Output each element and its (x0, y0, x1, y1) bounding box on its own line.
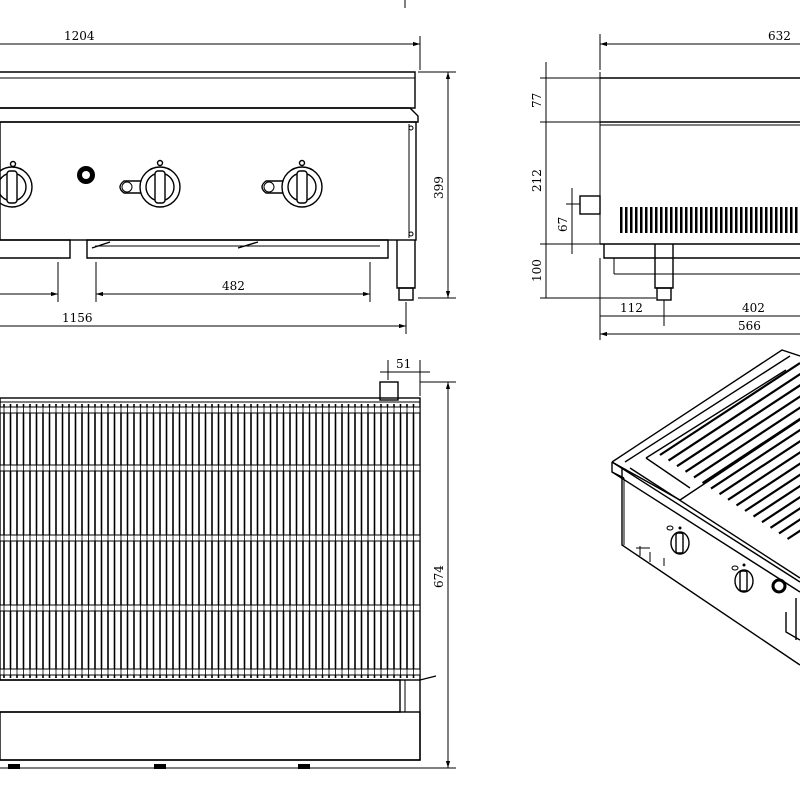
iso-grate-bar (718, 439, 800, 496)
vent-slot (705, 207, 708, 233)
iso-grate-bar (744, 473, 800, 512)
side-depth-dimension: 632 (768, 29, 791, 43)
vent-slot (660, 207, 663, 233)
isometric-view (611, 349, 800, 666)
vent-slot (685, 207, 688, 233)
vent-slot (710, 207, 713, 233)
vent-slot (740, 207, 743, 233)
igniter-icon (771, 578, 787, 594)
vent-slot (670, 207, 673, 233)
iso-grate-bar (701, 417, 800, 484)
vent-slot (730, 207, 733, 233)
edge-offset-dimension: 51 (396, 357, 411, 371)
grate-bars (0, 404, 421, 678)
iso-grate-bar (659, 362, 800, 456)
grate-support (0, 604, 421, 612)
front-width-dimension: 1204 (64, 29, 95, 43)
knob-icon (261, 159, 323, 208)
iso-grate-bar (735, 462, 800, 507)
iso-grate-bar (769, 507, 800, 529)
vent-slot (760, 207, 763, 233)
vent-slot (635, 207, 638, 233)
vent-slot (755, 207, 758, 233)
vent-slot (735, 207, 738, 233)
vent-slot (720, 207, 723, 233)
vent-slot (770, 207, 773, 233)
vent-slot (625, 207, 628, 233)
vent-slot (780, 207, 783, 233)
knob-icon (666, 525, 690, 555)
foot-span-dimension: 1156 (62, 311, 93, 325)
iso-grate-bar (693, 406, 800, 479)
vent-slot (620, 207, 623, 233)
vent-slot (645, 207, 648, 233)
front-height-dimension: 399 (432, 176, 446, 199)
vent-slot (785, 207, 788, 233)
knob-spacing-dimension: 482 (222, 279, 245, 293)
top-view: 51 674 (0, 357, 456, 769)
grate-support (0, 464, 421, 472)
front-view: 1204 399 482 1156 (0, 29, 456, 334)
vent-slot (680, 207, 683, 233)
iso-grate-bar (710, 428, 800, 490)
knob-icon (731, 563, 754, 593)
vent-slot (665, 207, 668, 233)
vent-slot (790, 207, 793, 233)
vent-slots (620, 207, 798, 233)
vent-slot (745, 207, 748, 233)
igniter-icon (77, 166, 95, 184)
grate-depth-dimension: 674 (432, 565, 446, 588)
grate-support (0, 406, 421, 414)
iso-grate-bar (684, 395, 800, 473)
iso-grate-bar (761, 495, 800, 524)
body-height-dimension: 212 (530, 169, 544, 192)
leg-span-dimension: 402 (742, 301, 765, 315)
leg-height-dimension: 100 (530, 259, 544, 282)
iso-grate-bar (727, 451, 800, 501)
vent-slot (640, 207, 643, 233)
knob-icon (0, 160, 33, 208)
side-view: 632 77 212 100 67 112 402 566 (404, 0, 800, 340)
knob-icon (119, 159, 181, 208)
vent-slot (715, 207, 718, 233)
iso-grate-bar (667, 372, 800, 462)
vent-slot (695, 207, 698, 233)
iso-grate-bar (676, 384, 800, 468)
grate-support (0, 534, 421, 542)
vent-slot (650, 207, 653, 233)
top-height-dimension: 77 (530, 93, 544, 108)
vent-slot (795, 207, 798, 233)
grate-support (0, 668, 421, 676)
connector-height-dimension: 67 (556, 217, 570, 232)
iso-grate (659, 362, 800, 540)
vent-slot (690, 207, 693, 233)
vent-slot (775, 207, 778, 233)
base-depth-dimension: 566 (738, 319, 761, 333)
vent-slot (675, 207, 678, 233)
vent-slot (700, 207, 703, 233)
vent-slot (765, 207, 768, 233)
leg-offset-dimension: 112 (620, 301, 643, 315)
iso-grate-bar (752, 484, 800, 518)
vent-slot (750, 207, 753, 233)
vent-slot (630, 207, 633, 233)
vent-slot (725, 207, 728, 233)
vent-slot (655, 207, 658, 233)
